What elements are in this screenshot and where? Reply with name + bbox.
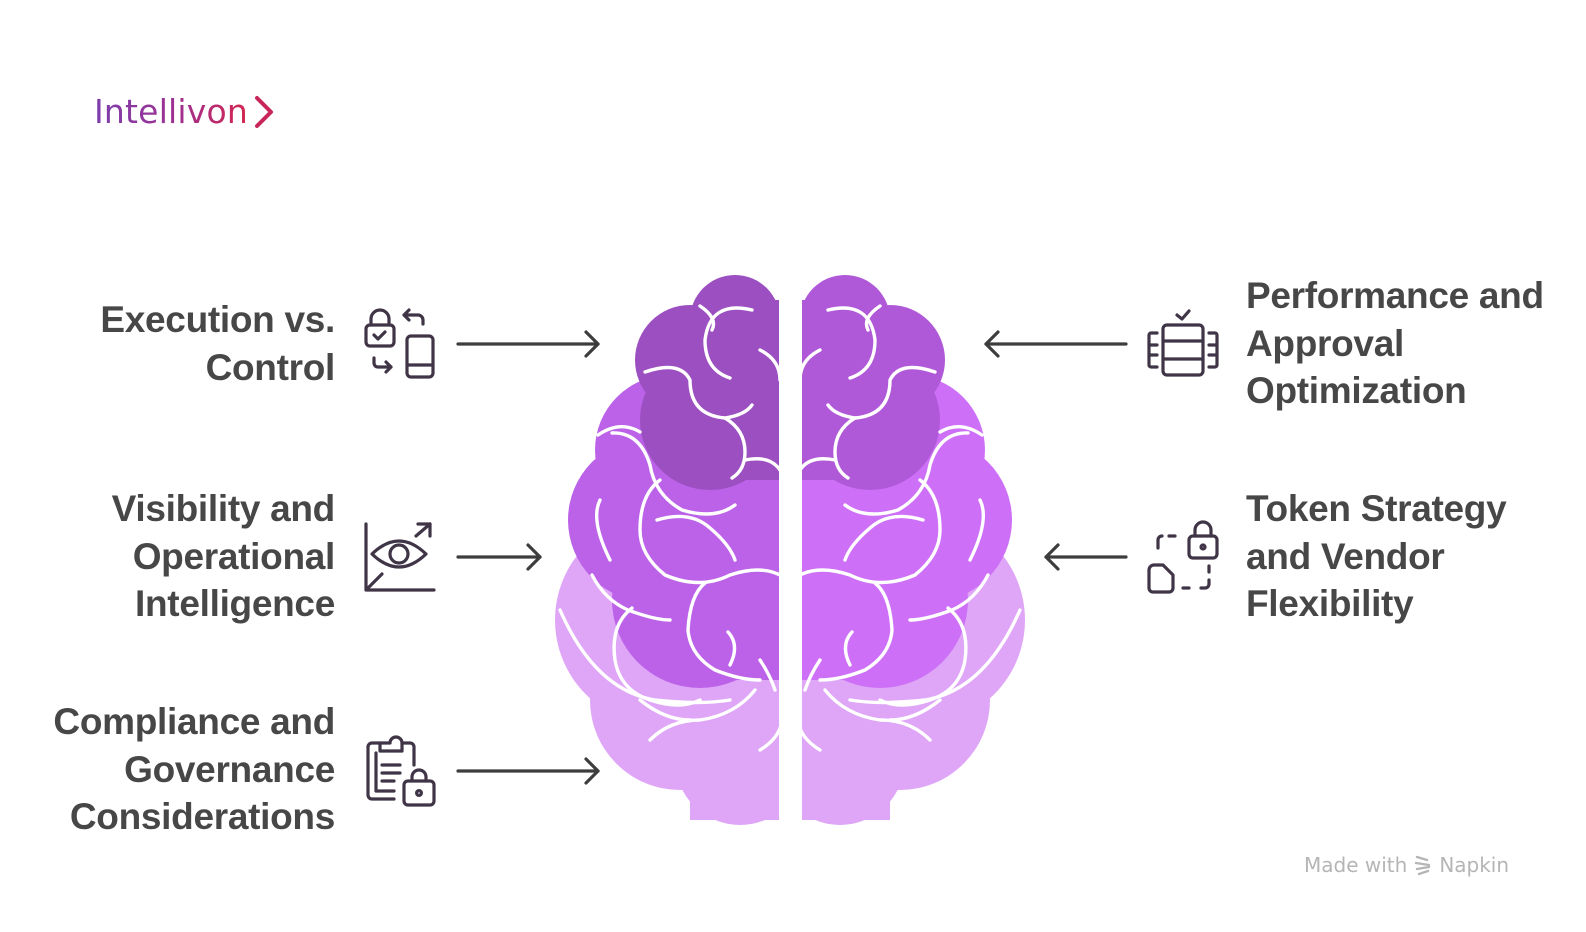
left-upper-lobes: [635, 275, 779, 490]
chevron-right-icon: [255, 95, 274, 128]
arrow-left-1: [984, 330, 1128, 358]
brain-illustration: [555, 275, 1025, 825]
label-performance-approval-optimization: Performance and Approval Optimization: [1246, 272, 1544, 415]
server-check-icon: [1147, 309, 1219, 377]
label-line: Approval: [1246, 322, 1404, 364]
watermark-brand-text: Napkin: [1439, 853, 1510, 877]
label-line: Optimization: [1246, 370, 1467, 411]
label-line: Operational: [132, 535, 336, 577]
logo-text: Intellivon: [94, 92, 249, 131]
label-line: Performance and: [1246, 275, 1544, 316]
label-token-strategy-vendor-flexibility: Token Strategy and Vendor Flexibility: [1246, 485, 1507, 628]
napkin-logo-icon: [1415, 855, 1431, 876]
intellivon-logo: Intellivon: [94, 92, 276, 131]
label-line: Control: [205, 346, 336, 388]
label-line: Token Strategy: [1246, 488, 1507, 529]
label-line: Flexibility: [1246, 583, 1414, 624]
label-line: Visibility and: [111, 488, 336, 529]
label-line: Considerations: [69, 796, 335, 837]
watermark-prefix: Made with: [1304, 853, 1408, 877]
label-compliance-governance: Compliance and Governance Considerations: [53, 698, 335, 841]
arrow-right-3: [456, 757, 600, 785]
label-line: and Vendor: [1246, 535, 1445, 577]
label-execution-vs-control: Execution vs. Control: [100, 296, 335, 391]
arrow-right-2: [456, 543, 542, 571]
label-line: Intelligence: [135, 583, 335, 624]
label-line: Execution vs.: [100, 299, 335, 340]
clipboard-lock-icon: [366, 735, 436, 807]
label-line: Governance: [124, 748, 335, 790]
arrow-right-1: [456, 330, 600, 358]
right-upper-lobes: [802, 275, 945, 490]
eye-chart-icon: [364, 522, 436, 592]
label-visibility-operational-intelligence: Visibility and Operational Intelligence: [111, 485, 336, 628]
label-line: Compliance and: [53, 701, 335, 742]
arrow-left-2: [1044, 543, 1128, 571]
file-lock-transfer-icon: [1147, 520, 1219, 594]
left-sulci: [558, 304, 779, 752]
made-with-napkin-watermark: Made with Napkin: [1304, 853, 1509, 877]
lock-device-sync-icon: [364, 308, 435, 379]
right-sulci: [802, 304, 1022, 752]
